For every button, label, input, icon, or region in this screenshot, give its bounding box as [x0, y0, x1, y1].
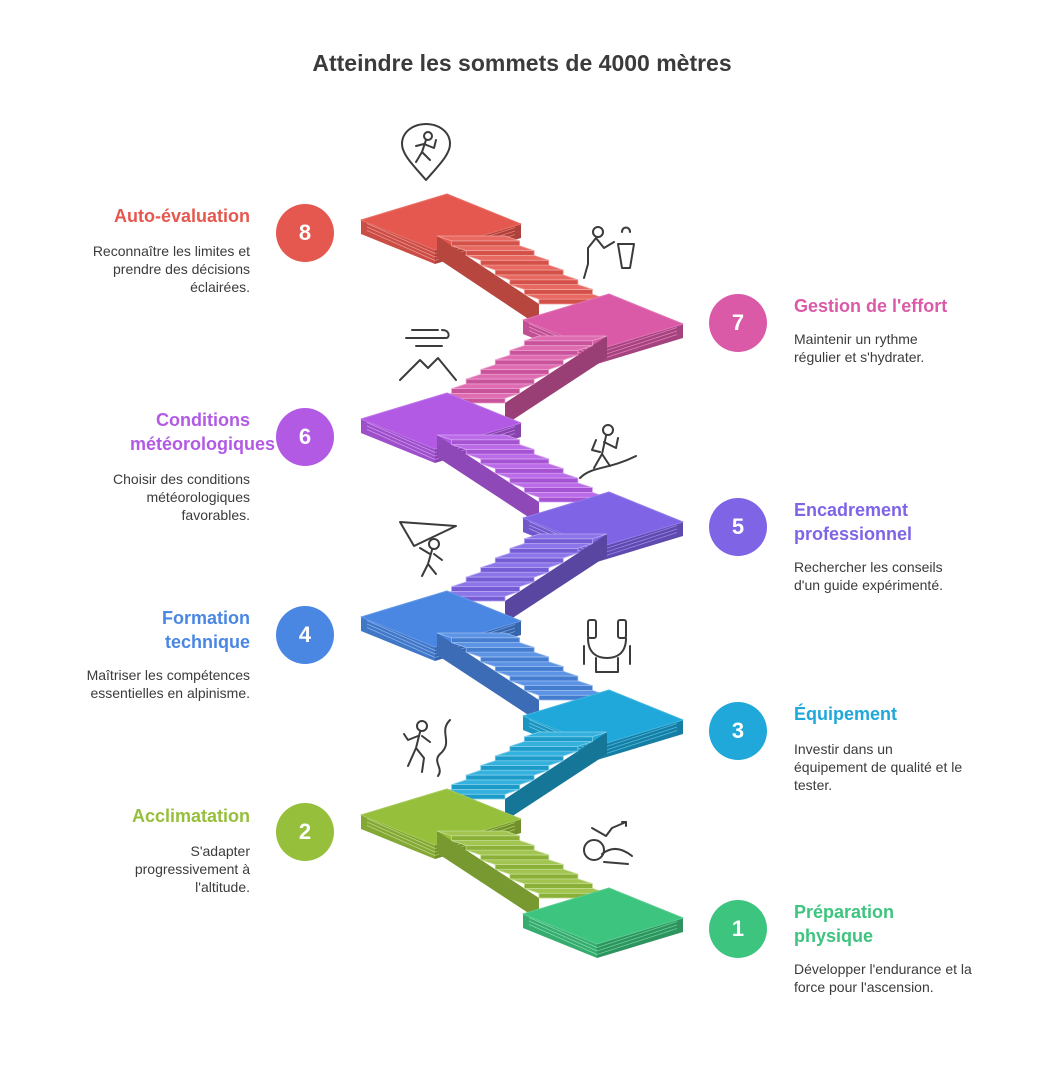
wind-mountain-icon [398, 324, 458, 389]
stairs-to-step-6 [436, 434, 608, 524]
step-number-badge: 4 [276, 606, 334, 664]
step-description: Maîtriser les compétences essentielles e… [86, 667, 250, 701]
hydration-icon [578, 222, 638, 287]
step-description: Rechercher les conseils d'un guide expér… [794, 559, 943, 593]
step-number-badge: 3 [709, 702, 767, 760]
step-description: S'adapter progressivement à l'altitude. [134, 843, 250, 895]
step-title: Formation technique [162, 608, 250, 652]
step-description: Développer l'endurance et la force pour … [794, 961, 972, 995]
step-number-badge: 1 [709, 900, 767, 958]
diagram-title: Atteindre les sommets de 4000 mètres [312, 50, 732, 76]
step-description: Investir dans un équipement de qualité e… [794, 741, 963, 793]
step-number-badge: 6 [276, 408, 334, 466]
step-title: Équipement [794, 704, 898, 724]
step-number-badge: 2 [276, 803, 334, 861]
step-title: Gestion de l'effort [794, 296, 948, 316]
step-description: Maintenir un rythme régulier et s'hydrat… [794, 331, 925, 365]
step-description: Reconnaître les limites et prendre des d… [92, 243, 250, 295]
paraglider-icon [398, 520, 458, 585]
step-title: Préparation physique [794, 902, 895, 946]
climber-icon [398, 718, 458, 783]
platform-step-1 [522, 887, 684, 958]
step-title: Encadrement professionnel [794, 500, 913, 544]
step-number-badge: 5 [709, 498, 767, 556]
step-title: Conditions météorologiques [130, 410, 276, 454]
location-climber-icon [398, 122, 458, 187]
step-number-badge: 7 [709, 294, 767, 352]
fitness-icon [578, 818, 638, 883]
step-number-badge: 8 [276, 204, 334, 262]
hiker-icon [578, 422, 638, 487]
harness-icon [578, 618, 638, 683]
step-title: Acclimatation [131, 806, 250, 826]
step-title: Auto-évaluation [113, 206, 250, 226]
step-description: Choisir des conditions météorologiques f… [113, 471, 250, 523]
